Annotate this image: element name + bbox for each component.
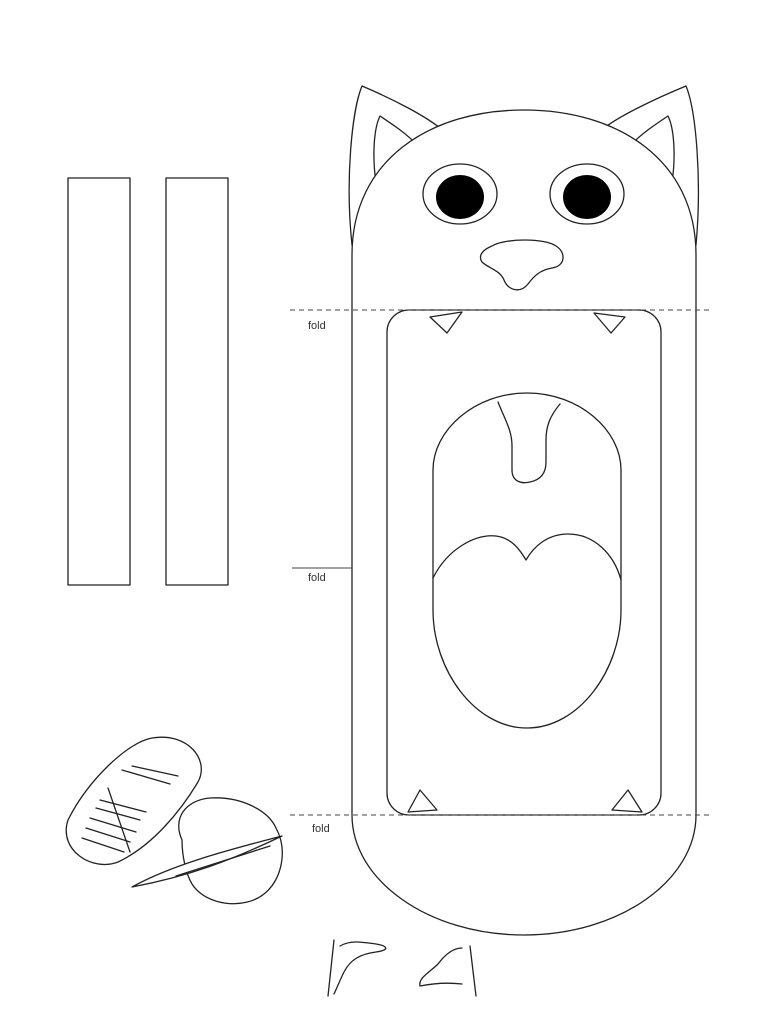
fish-icon [65,736,202,866]
tooth-bottom-left [407,789,438,813]
cat-eye-right-icon [549,163,625,225]
cat-paw-right-icon [419,945,477,997]
tooth-bottom-right [611,789,643,813]
paper-strip-right [165,177,229,586]
tooth-top-left [429,311,463,334]
fold-label-bottom: fold [312,823,330,835]
fold-label-middle: fold [308,572,326,584]
paper-strip-left [67,177,131,586]
cat-mouth-icon [432,392,622,729]
fish-tail-icon [131,797,283,905]
tooth-top-right [593,312,626,334]
fold-label-top: fold [308,320,326,332]
cat-eye-left-icon [422,163,498,225]
cat-nose-icon [479,239,564,291]
cat-paw-left-icon [327,939,387,997]
